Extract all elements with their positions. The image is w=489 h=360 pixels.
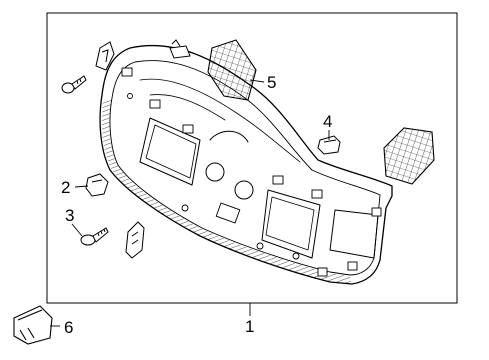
clip-part-4 bbox=[317, 135, 341, 155]
callout-6: 6 bbox=[64, 318, 73, 337]
cap-part-6 bbox=[13, 305, 53, 345]
callout-4: 4 bbox=[323, 112, 332, 131]
callout-5: 5 bbox=[267, 73, 276, 92]
mesh-insert-right bbox=[383, 127, 435, 185]
diagram-frame bbox=[46, 12, 458, 304]
clip-part-2 bbox=[85, 173, 109, 197]
callout-1: 1 bbox=[245, 317, 254, 336]
clip-upper-center bbox=[169, 39, 191, 59]
clip-lower-left bbox=[125, 221, 145, 259]
screw-part-3 bbox=[80, 227, 109, 246]
callout-3: 3 bbox=[65, 206, 74, 225]
callout-2: 2 bbox=[61, 178, 70, 197]
trim-panel bbox=[99, 44, 393, 285]
leader-lines bbox=[50, 79, 330, 327]
clip-upper-left bbox=[95, 41, 115, 71]
screw-upper-left bbox=[61, 75, 87, 94]
mesh-insert-upper bbox=[207, 39, 257, 101]
